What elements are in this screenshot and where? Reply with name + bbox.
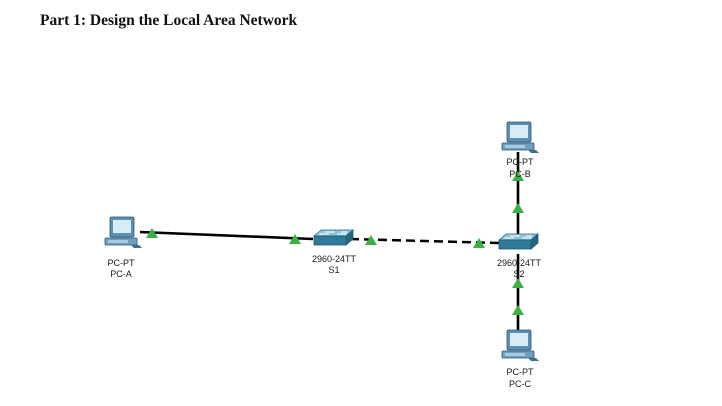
switch-icon bbox=[313, 229, 354, 246]
link-up-indicator bbox=[289, 234, 301, 244]
s1-name-label: S1 bbox=[328, 265, 339, 275]
pc-a-device[interactable]: PC-PT PC-A bbox=[104, 216, 143, 279]
link-up-indicator bbox=[512, 171, 524, 181]
pc-a-name-label: PC-A bbox=[110, 269, 132, 279]
link-up-indicator bbox=[512, 278, 524, 288]
pc-a-model-label: PC-PT bbox=[108, 258, 136, 268]
s1-switch-device[interactable]: 2960-24TT S1 bbox=[312, 229, 357, 275]
pc-c-name-label: PC-C bbox=[509, 379, 531, 389]
link-up-indicator bbox=[512, 305, 524, 315]
link-s1-to-s2[interactable] bbox=[349, 237, 500, 245]
link-up-indicator bbox=[473, 238, 485, 248]
s2-switch-device[interactable]: 2960-24TT S2 bbox=[497, 233, 542, 279]
pc-c-model-label: PC-PT bbox=[507, 367, 535, 377]
link-up-indicator bbox=[146, 228, 158, 238]
link-up-indicator bbox=[512, 203, 524, 213]
switch-icon bbox=[498, 233, 539, 250]
pc-b-model-label: PC-PT bbox=[507, 157, 535, 167]
link-up-indicator bbox=[365, 235, 377, 245]
s2-model-label: 2960-24TT bbox=[497, 258, 542, 268]
s2-name-label: S2 bbox=[513, 269, 524, 279]
page-heading: Part 1: Design the Local Area Network bbox=[40, 12, 298, 29]
pc-b-device[interactable]: PC-PT PC-B bbox=[501, 121, 540, 179]
pc-icon bbox=[104, 216, 143, 249]
pc-icon bbox=[501, 329, 540, 362]
s1-model-label: 2960-24TT bbox=[312, 254, 357, 264]
pc-c-device[interactable]: PC-PT PC-C bbox=[501, 329, 540, 389]
pc-b-name-label: PC-B bbox=[509, 169, 531, 179]
link-pc-a-to-s1[interactable] bbox=[139, 230, 314, 241]
pc-icon bbox=[501, 121, 540, 154]
